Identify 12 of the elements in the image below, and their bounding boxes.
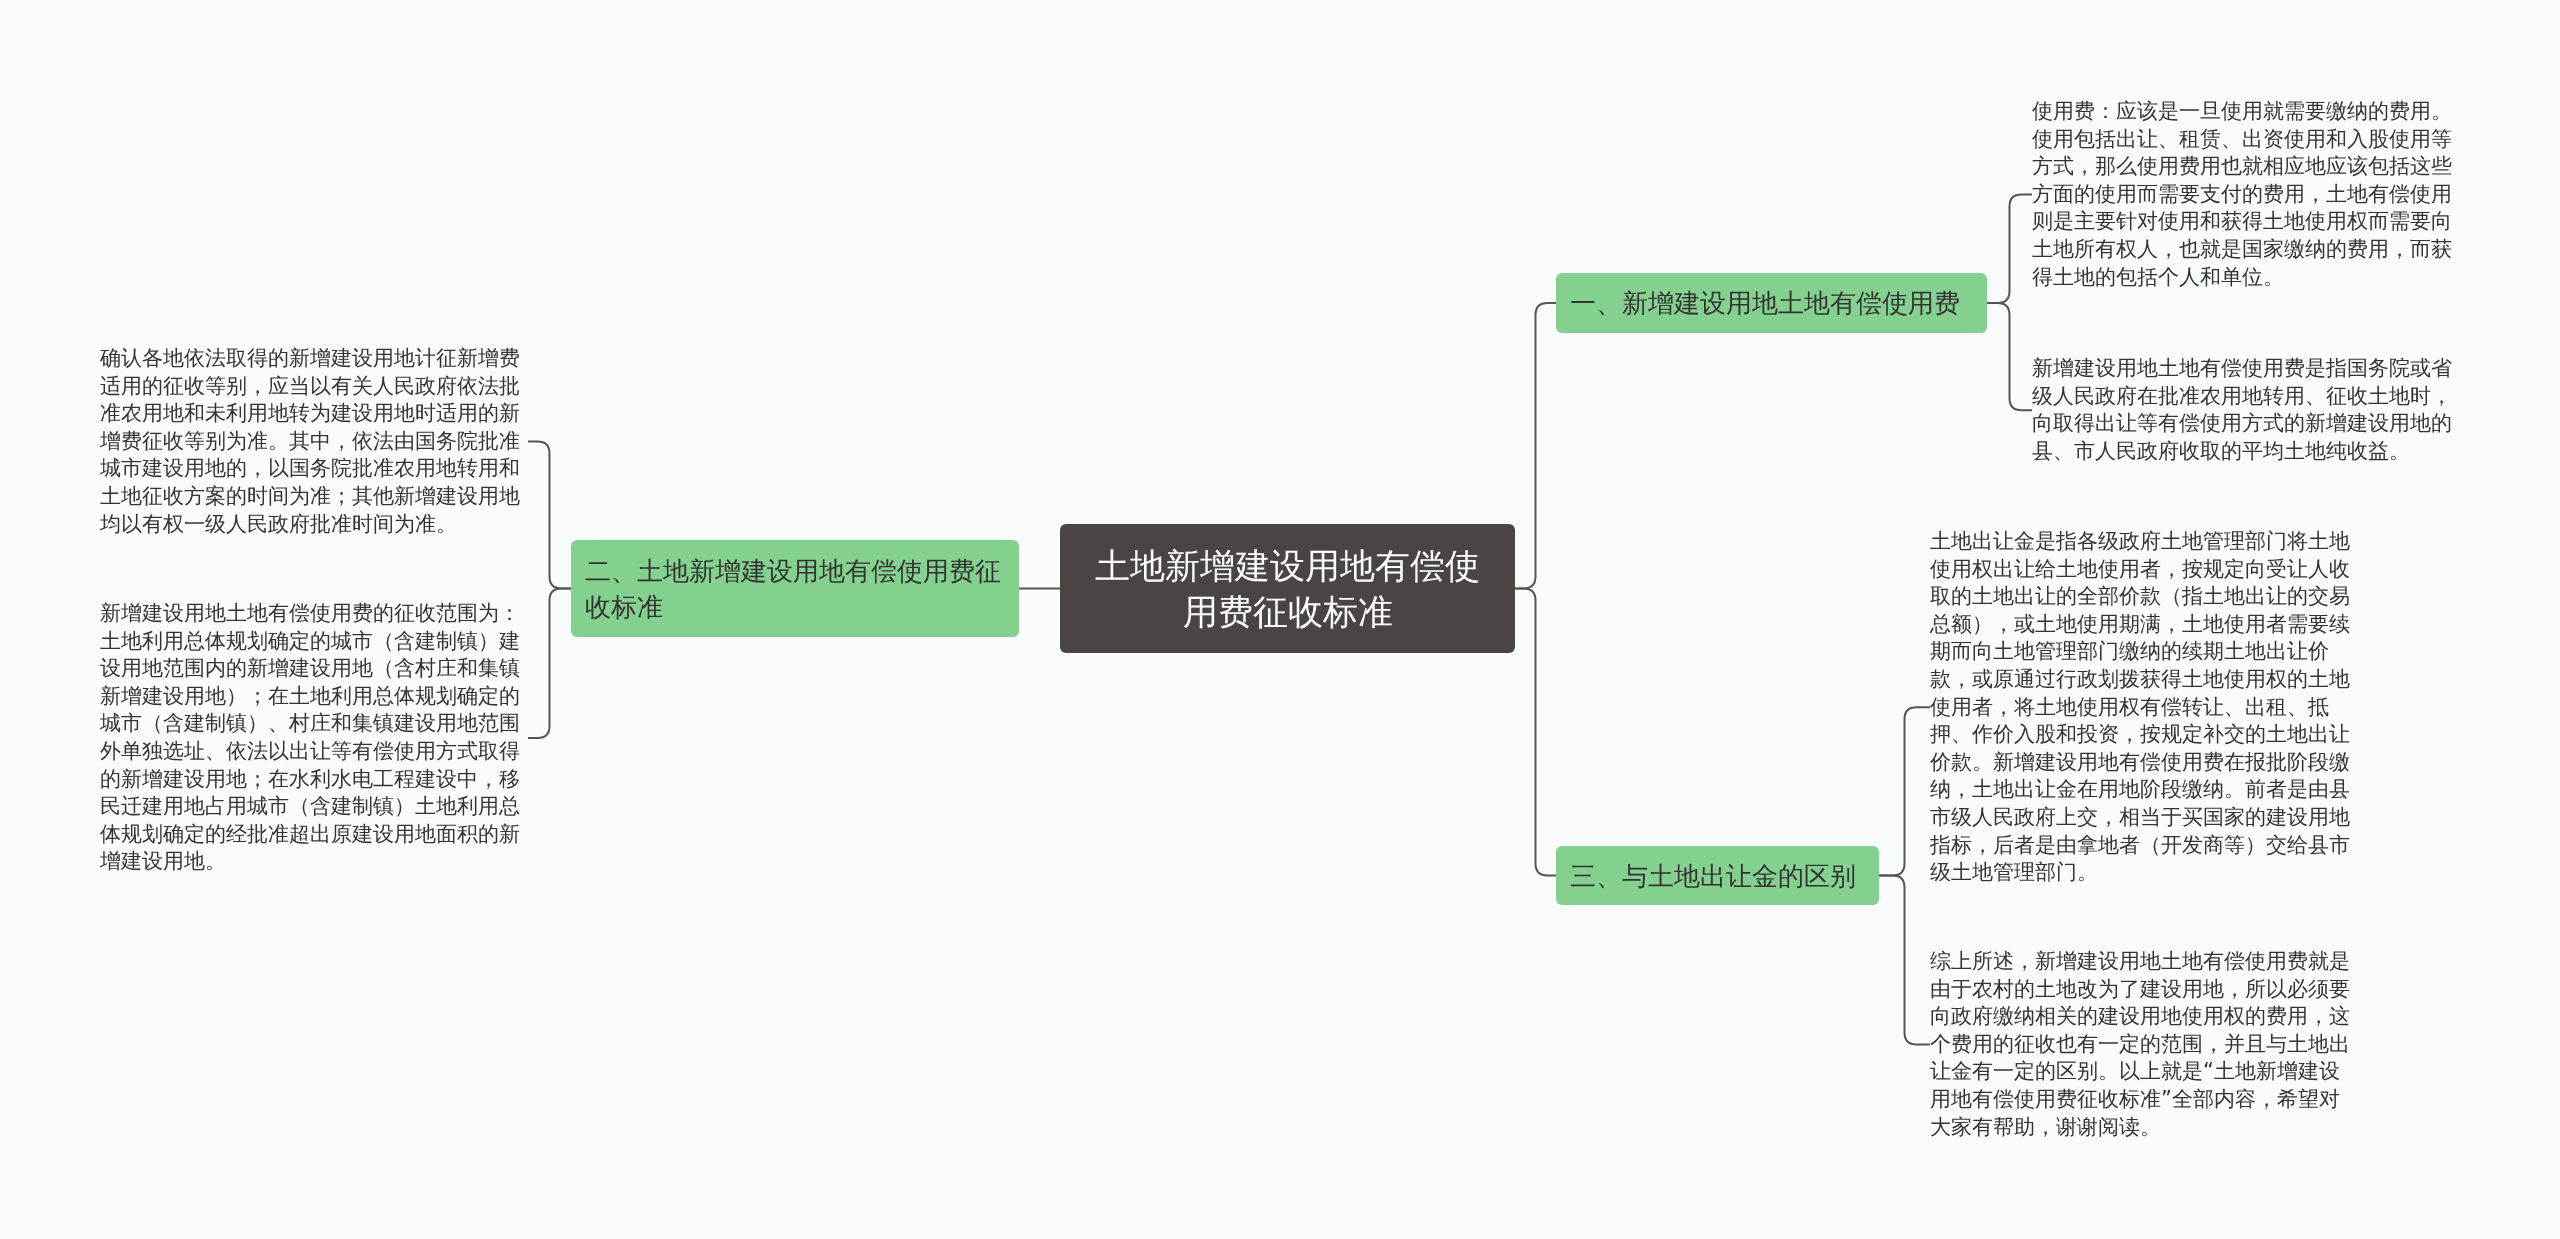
note-text: 使用费：应该是一旦使用就需要缴纳的费用。使用包括出让、租赁、出资使用和入股使用等方式，那么使用费用也就相应地应该包括这些方面的使用而需要支付的费用，土地有偿使用则是主要针对使用和获得土地使用权而需要向土地所有权人，也就是国家缴纳的费用，而获得土地的包括个人和单位。 xyxy=(2032,98,2460,292)
topic-box: 三、与土地出让金的区别 xyxy=(1556,846,1879,905)
note-text: 综上所述，新增建设用地土地有偿使用费就是由于农村的土地改为了建设用地，所以必须要向政府缴纳相关的建设用地使用权的费用，这个费用的征收也有一定的范围，并且与土地出让金有一定的区别。以上就是“土地新增建设用地有偿使用费征收标准”全部内容，希望对大家有帮助，谢谢阅读。 xyxy=(1930,948,2358,1142)
note-text: 新增建设用地土地有偿使用费是指国务院或省级人民政府在批准农用地转用、征收土地时，向取得出让等有偿使用方式的新增建设用地的县、市人民政府收取的平均土地纯收益。 xyxy=(2032,355,2460,466)
connector-line xyxy=(1514,587,1557,877)
note-text: 新增建设用地土地有偿使用费的征收范围为：土地利用总体规划确定的城市（含建制镇）建设用地范围内的新增建设用地（含村庄和集镇新增建设用地）；在土地利用总体规划确定的城市（含建制镇）、村庄和集镇建设用地范围外单独选址、依法以出让等有偿使用方式取得的新增建设用地；在水利水电工程建设中，移民迁建用地占用城市（含建制镇）土地利用总体规划确定的经批准超出原建设用地面积的新增建设用地。 xyxy=(100,600,528,876)
connector-line xyxy=(1018,587,1061,590)
central-topic-box: 土地新增建设用地有偿使用费征收标准 xyxy=(1060,524,1515,653)
note-text: 土地出让金是指各级政府土地管理部门将土地使用权出让给土地使用者，按规定向受让人收取的土地出让的全部价款（指土地出让的交易总额），或土地使用期满，土地使用者需要续期而向土地管理部门缴纳的续期土地出让价款，或原通过行政划拨获得土地使用权的土地使用者，将土地使用权有偿转让、出租、抵押、作价入股和投资，按规定补交的土地出让价款。新增建设用地有偿使用费在报批阶段缴纳，土地出让金在用地阶段缴纳。前者是由县市级人民政府上交，相当于买国家的建设用地指标，后者是由拿地者（开发商等）交给县市级土地管理部门。 xyxy=(1930,528,2358,887)
topic-box: 二、土地新增建设用地有偿使用费征收标准 xyxy=(571,540,1019,637)
topic-box: 一、新增建设用地土地有偿使用费 xyxy=(1556,273,1987,333)
note-text: 确认各地依法取得的新增建设用地计征新增费适用的征收等别，应当以有关人民政府依法批准农用地和未利用地转为建设用地时适用的新增费征收等别为准。其中，依法由国务院批准城市建设用地的，以国务院批准农用地转用和土地征收方案的时间为准；其他新增建设用地均以有权一级人民政府批准时间为准。 xyxy=(100,345,528,539)
